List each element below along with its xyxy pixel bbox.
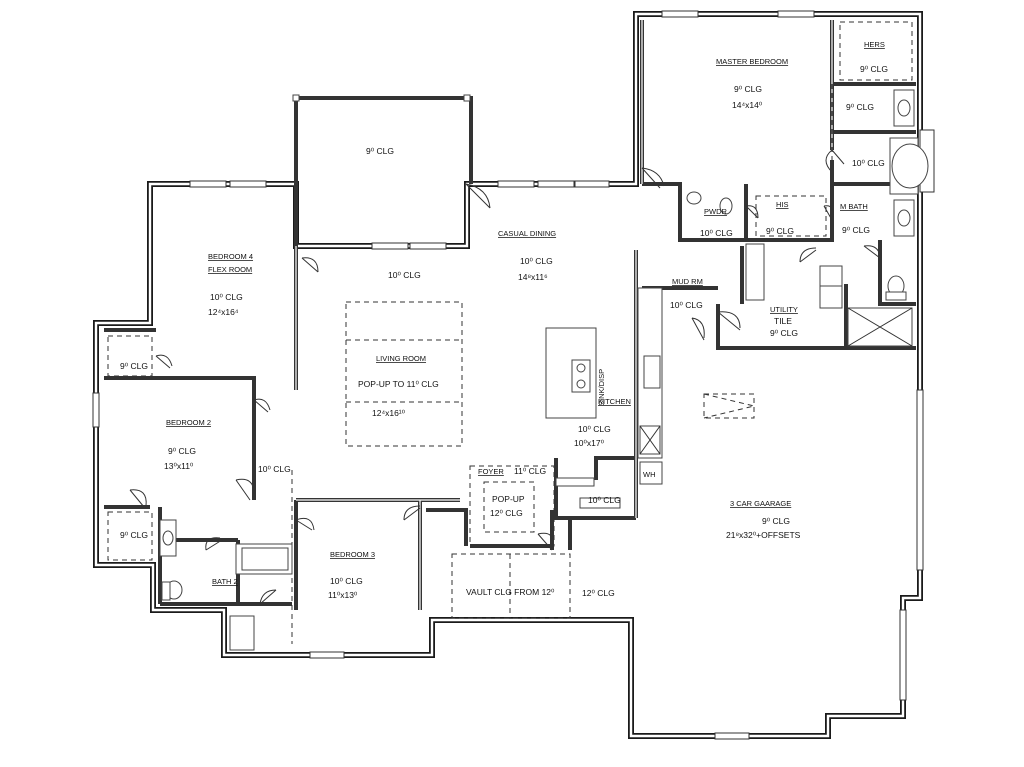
- casual-dining-name: CASUAL DINING: [498, 229, 556, 238]
- m-bath-name: M BATH: [840, 202, 868, 211]
- casual-dining-size: 14⁸x11⁶: [518, 272, 548, 282]
- hers-name: HERS: [864, 40, 885, 49]
- pantry-ceiling: 10⁰ CLG: [588, 495, 621, 505]
- front-porch-side-ceiling: 12⁰ CLG: [582, 588, 615, 598]
- water-heater: [639, 461, 663, 485]
- bedroom2-size: 13⁰x11⁰: [164, 461, 194, 471]
- front-porch-ceiling: VAULT CLG FROM 12⁰: [466, 587, 555, 597]
- garage-size: 21⁸x32⁰+OFFSETS: [726, 530, 801, 540]
- water-heater-label: WH: [643, 470, 656, 479]
- closet-b2-ceiling: 9⁰ CLG: [120, 530, 148, 540]
- bedroom3-size: 11⁰x13⁰: [328, 590, 358, 600]
- pwdr-name: PWDR: [704, 207, 727, 216]
- his-name: HIS: [776, 200, 789, 209]
- door-swings: [129, 149, 881, 605]
- fixtures: [107, 21, 929, 651]
- m-bath-ceiling: 9⁰ CLG: [842, 225, 870, 235]
- master-bedroom-name: MASTER BEDROOM: [716, 57, 788, 66]
- bedroom2-name: BEDROOM 2: [166, 418, 211, 427]
- hall-ceiling: 10⁰ CLG: [258, 464, 291, 474]
- foyer-popup-ceiling: 12⁰ CLG: [490, 508, 523, 518]
- bedroom2-ceiling: 9⁰ CLG: [168, 446, 196, 456]
- master-vanity-ceiling: 9⁰ CLG: [846, 102, 874, 112]
- kitchen-size: 10⁰x17⁰: [574, 438, 605, 448]
- bedroom4-ceiling: 10⁰ CLG: [210, 292, 243, 302]
- garage-ceiling: 9⁰ CLG: [762, 516, 790, 526]
- foyer-ceiling: 11⁰ CLG: [514, 466, 546, 476]
- foyer-popup: POP-UP: [492, 494, 525, 504]
- windows: [92, 10, 935, 740]
- kitchen-ceiling: 10⁰ CLG: [578, 424, 611, 434]
- bedroom4-subtitle: FLEX ROOM: [208, 265, 252, 274]
- garage-name: 3 CAR GAARAGE: [730, 499, 791, 508]
- living-room-size: 12⁴x16¹⁰: [372, 408, 406, 418]
- utility-ceiling: 9⁰ CLG: [770, 328, 798, 338]
- closet-b4-ceiling: 9⁰ CLG: [120, 361, 148, 371]
- hers-ceiling: 9⁰ CLG: [860, 64, 888, 74]
- casual-dining-ceiling: 10⁰ CLG: [520, 256, 553, 266]
- living-area-ceiling: 10⁰ CLG: [388, 270, 421, 280]
- kitchen-name: KITCHEN: [598, 397, 631, 406]
- dashed-outlines: [291, 84, 833, 644]
- living-room-ceiling: POP-UP TO 11⁰ CLG: [358, 379, 439, 389]
- bedroom4-size: 12⁴x16⁴: [208, 307, 239, 317]
- living-room-name: LIVING ROOM: [376, 354, 426, 363]
- master-bedroom-ceiling: 9⁰ CLG: [734, 84, 762, 94]
- utility-name: UTILITY: [770, 305, 798, 314]
- mud-rm-name: MUD RM: [672, 277, 703, 286]
- porch-ceiling: 9⁰ CLG: [366, 146, 394, 156]
- room-labels: MASTER BEDROOM 9⁰ CLG 14⁴x14⁰ HERS 9⁰ CL…: [120, 40, 888, 600]
- master-tub-ceiling: 10⁰ CLG: [852, 158, 885, 168]
- foyer-name: FOYER: [478, 467, 504, 476]
- exterior-walls: [93, 11, 923, 739]
- bath2-name: BATH 2: [212, 577, 238, 586]
- master-bedroom-size: 14⁴x14⁰: [732, 100, 763, 110]
- sink-label: SINK/DISP: [597, 369, 606, 406]
- bedroom4-name: BEDROOM 4: [208, 252, 253, 261]
- utility-floor: TILE: [774, 316, 792, 326]
- mud-rm-ceiling: 10⁰ CLG: [670, 300, 703, 310]
- pwdr-ceiling: 10⁰ CLG: [700, 228, 733, 238]
- bedroom3-ceiling: 10⁰ CLG: [330, 576, 363, 586]
- his-ceiling: 9⁰ CLG: [766, 226, 794, 236]
- bedroom3-name: BEDROOM 3: [330, 550, 375, 559]
- interior-wall-highlights: [295, 20, 833, 610]
